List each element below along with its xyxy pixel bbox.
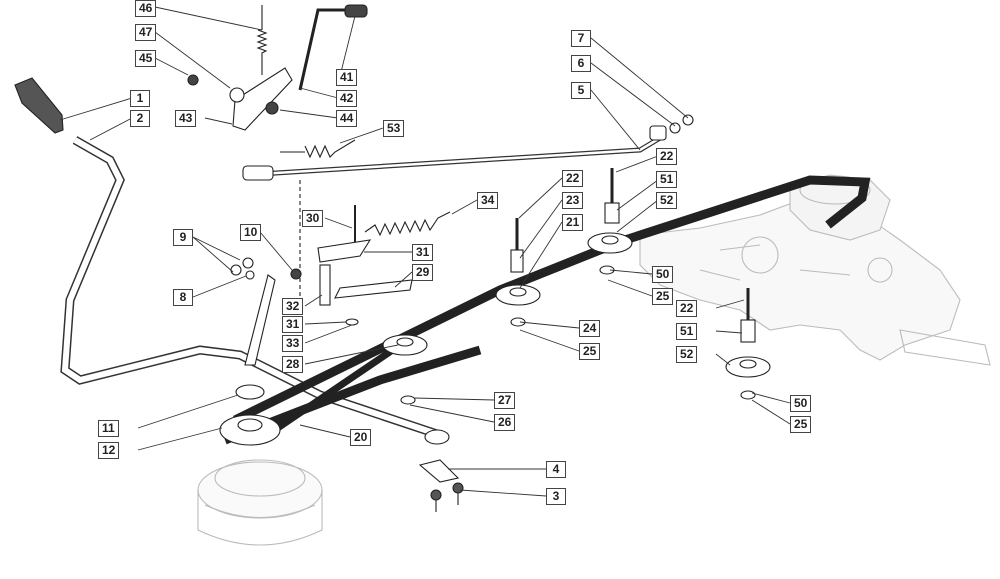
callout-45: 45 [135,50,157,67]
callout-50: 50 [652,266,674,283]
idler-pulley-21 [495,284,541,306]
pedal-pad [14,77,64,134]
idler-pulley-52b [725,356,771,378]
clip-4 [418,459,460,483]
pulley-12 [219,414,281,446]
callout-8: 8 [173,289,193,306]
nut-45 [187,74,199,86]
pto-clutch [197,459,323,546]
washer-47 [229,87,245,103]
callout-22: 22 [656,148,678,165]
callout-25b: 25 [579,343,601,360]
callout-24: 24 [579,320,601,337]
spring-34 [364,211,451,237]
callout-32: 32 [282,298,304,315]
callout-51b: 51 [676,323,698,340]
callout-27: 27 [494,392,516,409]
callout-50b: 50 [790,395,812,412]
knob-44 [265,101,279,115]
callout-47: 47 [135,24,157,41]
callout-28: 28 [282,356,304,373]
callout-22b: 22 [562,170,584,187]
linkage-rod [242,125,667,181]
callout-52b: 52 [676,346,698,363]
washer-24 [510,317,526,327]
callout-42: 42 [336,90,358,107]
callout-31: 31 [412,244,434,261]
callout-3: 3 [546,488,566,505]
callout-41: 41 [336,69,358,86]
callout-29: 29 [412,264,434,281]
callout-26: 26 [494,414,516,431]
spring-46 [256,5,268,75]
callout-30: 30 [302,210,324,227]
leader-lines [59,6,791,497]
idler-pulley-52 [587,232,633,254]
callout-43: 43 [175,110,197,127]
callout-53: 53 [383,120,405,137]
arm-10 [244,274,276,366]
washer-33 [345,318,359,326]
callout-52: 52 [656,192,678,209]
callout-34: 34 [477,192,499,209]
brake-rod-41 [298,8,348,91]
idler-pulley-28 [382,334,428,356]
nut-10 [290,268,302,280]
washer-26 [400,395,416,405]
callout-2: 2 [130,110,150,127]
callout-7: 7 [571,30,591,47]
screws-3 [430,482,464,512]
callout-31b: 31 [282,316,304,333]
bracket-31 [317,239,372,263]
spacer-11 [235,384,265,400]
callout-9: 9 [173,229,193,246]
callout-44: 44 [336,110,358,127]
washer-6 [669,122,681,134]
spring-53 [280,139,356,159]
callout-1: 1 [130,90,150,107]
callout-4: 4 [546,461,566,478]
washer-50b [740,390,756,400]
pedal-shaft-lever [60,136,450,445]
spacer-32 [319,264,331,306]
callout-5: 5 [571,82,591,99]
callout-25: 25 [652,288,674,305]
callout-11: 11 [98,420,119,437]
washers-9 [230,257,255,280]
callout-21: 21 [562,214,584,231]
callout-6: 6 [571,55,591,72]
callout-22c: 22 [676,300,698,317]
callout-23: 23 [562,192,584,209]
callout-33: 33 [282,335,304,352]
callout-51: 51 [656,171,678,188]
callout-20: 20 [350,429,372,446]
callout-10: 10 [240,224,262,241]
nut-7 [682,114,694,126]
callout-25c: 25 [790,416,812,433]
callout-46: 46 [135,0,157,17]
callout-12: 12 [98,442,120,459]
